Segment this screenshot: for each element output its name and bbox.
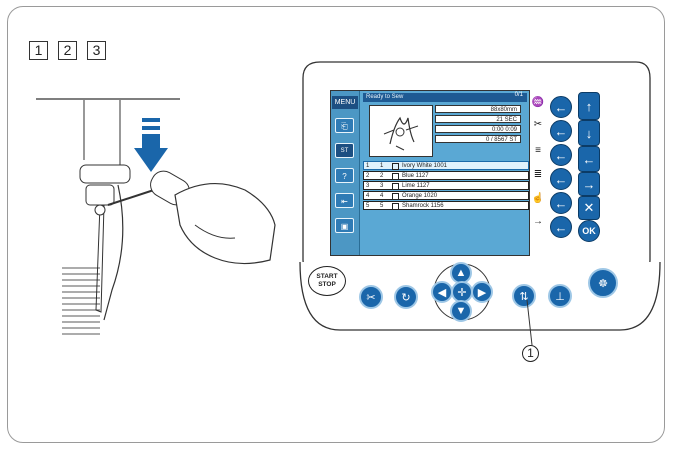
dpad-left-button[interactable]: ◀ (431, 281, 453, 303)
hand-icon: ☝ (531, 193, 545, 204)
thread-icon: ♒ (531, 97, 545, 108)
fabric-pattern (62, 267, 100, 335)
dpad-down-button[interactable]: ▼ (450, 300, 472, 322)
row-number: 1 (366, 163, 370, 169)
color-swatch (392, 193, 399, 200)
settings-icon[interactable]: ST (335, 143, 354, 158)
color-swatch (392, 173, 399, 180)
copy-icon[interactable]: ⎗ (335, 118, 354, 133)
row-mark: 4 (380, 193, 384, 199)
row-color-name: Blue 1127 (402, 173, 429, 179)
row-number: 4 (366, 193, 370, 199)
dpad-right-button[interactable]: ▶ (471, 281, 493, 303)
needle-up-down-button[interactable]: ⇅ (512, 284, 536, 308)
needle-screw (94, 204, 106, 216)
color-swatch (392, 183, 399, 190)
row-mark: 2 (380, 173, 384, 179)
list-item[interactable]: 1 1 Ivory White 1001 (363, 161, 529, 170)
left-back-button-3[interactable]: ← (550, 144, 572, 166)
help-icon[interactable]: ? (335, 168, 354, 183)
color-swatch (392, 163, 399, 170)
lcd-screen: MENU ⎗ ST ? ⇤ ▣ Ready to Sew 0/1 88x80mm… (330, 90, 530, 256)
design-time: 21 SEC (435, 115, 521, 123)
needle-icon (95, 204, 105, 313)
row-color-name: Orange 1020 (402, 193, 438, 199)
stitch-count: 0 / 8567 ST (435, 135, 521, 143)
step-1: 1 (29, 41, 48, 60)
start-label: START (316, 273, 338, 280)
row-number: 5 (366, 203, 370, 209)
spool-icon: ≡ (535, 145, 541, 156)
step-markers: 1 2 3 (29, 41, 106, 60)
step-3: 3 (87, 41, 106, 60)
left-back-button-5[interactable]: ← (550, 192, 572, 214)
pattern-count: 0/1 (514, 92, 523, 98)
list-item[interactable]: 2 2 Blue 1127 (363, 171, 529, 180)
menu-tab[interactable]: MENU (332, 96, 358, 109)
list-item[interactable]: 3 3 Lime 1127 (363, 181, 529, 190)
list-item[interactable]: 5 5 Shamrock 1156 (363, 201, 529, 210)
row-number: 3 (366, 183, 370, 189)
color-swatch (392, 203, 399, 210)
needle-clamp (79, 164, 131, 184)
template-icon[interactable]: ▣ (335, 218, 354, 233)
ok-button[interactable]: OK (578, 220, 600, 242)
hand-illustration (174, 182, 276, 265)
left-button[interactable]: ← (578, 146, 600, 172)
row-color-name: Lime 1127 (402, 183, 430, 189)
stop-label: STOP (318, 281, 336, 288)
auto-lock-button[interactable]: ↻ (394, 285, 418, 309)
row-color-name: Shamrock 1156 (402, 203, 444, 209)
screen-title-text: Ready to Sew (366, 94, 404, 100)
back-icon[interactable]: ⇤ (335, 193, 354, 208)
screen-title: Ready to Sew (363, 93, 527, 102)
presser-foot-button[interactable]: ⊥ (548, 284, 572, 308)
cancel-button[interactable]: ✕ (578, 196, 600, 220)
arrow-right-icon: → (533, 216, 543, 227)
row-number: 2 (366, 173, 370, 179)
elapsed-time: 0:00 0:09 (435, 125, 521, 133)
embroidery-design-icon (383, 116, 419, 151)
left-back-button-2[interactable]: ← (550, 120, 572, 142)
row-color-name: Ivory White 1001 (402, 163, 448, 169)
trace-icon: ✂ (533, 119, 543, 130)
down-arrow-icon (134, 118, 168, 172)
down-button[interactable]: ↓ (578, 120, 600, 146)
row-mark: 3 (380, 183, 384, 189)
hand-finger (194, 224, 236, 239)
left-back-button-4[interactable]: ← (550, 168, 572, 190)
presser-foot (103, 184, 124, 321)
design-size: 88x80mm (435, 105, 521, 113)
up-button[interactable]: ↑ (578, 92, 600, 120)
left-back-button-6[interactable]: ← (550, 216, 572, 238)
thread-cutter-button[interactable]: ✂ (359, 285, 383, 309)
callout-label: 1 (522, 345, 539, 362)
color-list: 1 1 Ivory White 1001 2 2 Blue 1127 3 3 L… (363, 161, 529, 211)
step-2: 2 (58, 41, 77, 60)
right-button[interactable]: → (578, 172, 600, 196)
list-item[interactable]: 4 4 Orange 1020 (363, 191, 529, 200)
bobbin-icon: ≣ (533, 169, 543, 180)
design-preview (369, 105, 433, 157)
power-button[interactable]: ☸ (588, 268, 618, 298)
row-mark: 5 (380, 203, 384, 209)
left-back-button[interactable]: ← (550, 96, 572, 118)
row-mark: 1 (380, 163, 384, 169)
start-stop-button[interactable]: START STOP (308, 266, 346, 296)
